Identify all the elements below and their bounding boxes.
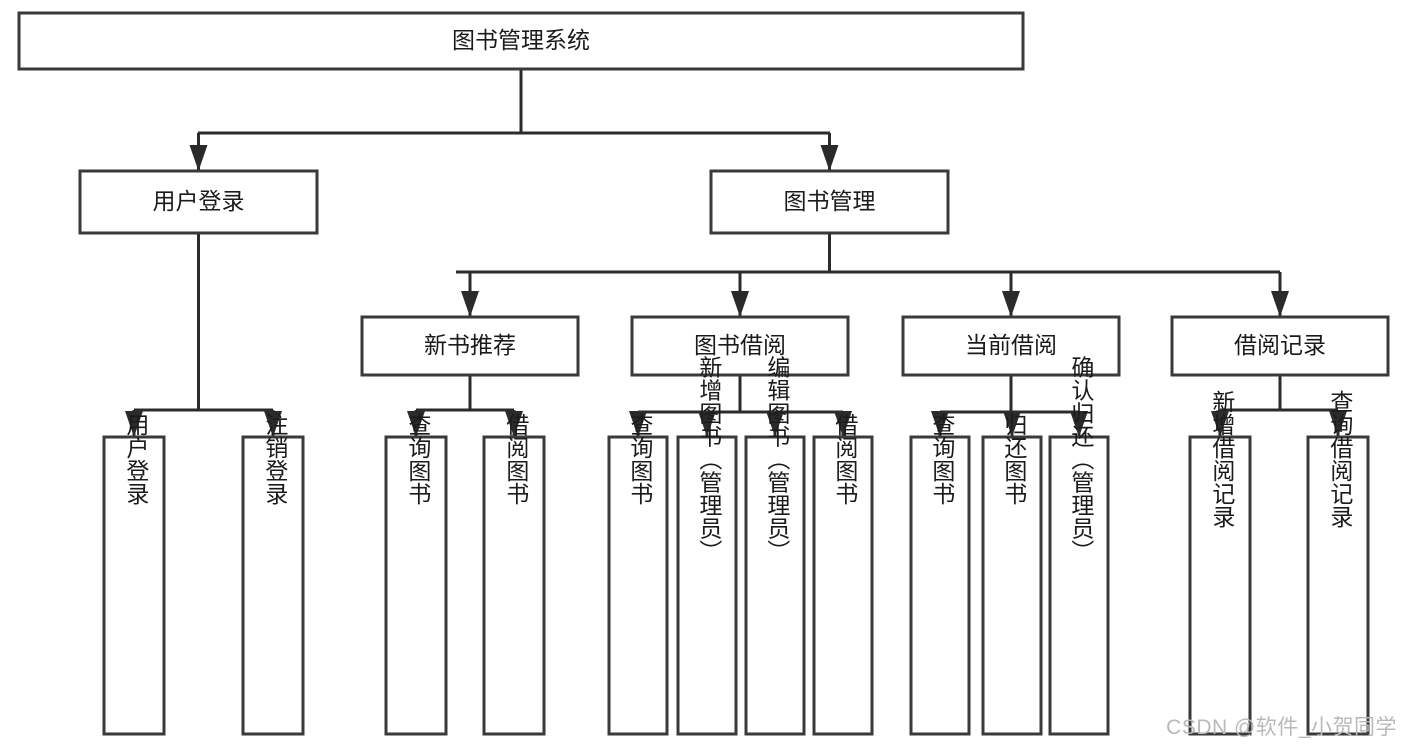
node-label-bookmgmt: 图书管理 [784,188,876,214]
arrow-head-icon [766,411,784,437]
node-newbook[interactable]: 新书推荐 [360,315,580,377]
node-label-leaf-bw-edit: 编辑图书（管理员） [764,356,791,563]
node-box-login [78,169,319,235]
node-label-leaf-user-logout: 注销登录 [262,413,289,505]
node-leaf-rec-add[interactable]: 新增借阅记录 [1188,390,1252,736]
node-root[interactable]: 图书管理系统 [17,11,1025,71]
node-leaf-cur-query[interactable]: 查询图书 [909,413,971,736]
node-label-leaf-cur-confirm: 确认归还（管理员） [1068,356,1095,563]
node-leaf-nb-query[interactable]: 查询图书 [384,413,448,736]
node-layer: 图书管理系统用户登录图书管理新书推荐图书借阅当前借阅借阅记录用户登录注销登录查询… [17,11,1390,736]
node-box-leaf-cur-return [981,435,1043,736]
node-label-login: 用户登录 [153,188,245,214]
node-bookmgmt[interactable]: 图书管理 [709,169,950,235]
node-records[interactable]: 借阅记录 [1170,315,1390,377]
node-label-leaf-cur-query: 查询图书 [929,413,956,505]
node-box-leaf-cur-confirm [1048,435,1110,736]
node-label-newbook: 新书推荐 [424,332,516,358]
node-borrow[interactable]: 图书借阅 [630,315,850,377]
node-box-leaf-bw-add [676,435,738,736]
node-box-leaf-bw-query [607,435,669,736]
node-box-leaf-nb-borrow [482,435,546,736]
node-box-bookmgmt [709,169,950,235]
arrow-head-icon [1003,411,1021,437]
arrow-head-icon [461,291,479,317]
node-label-leaf-nb-query: 查询图书 [405,413,432,505]
node-leaf-cur-return[interactable]: 归还图书 [981,413,1043,736]
node-box-leaf-bw-edit [744,435,806,736]
node-leaf-bw-edit[interactable]: 编辑图书（管理员） [744,356,806,736]
arrow-head-icon [407,411,425,437]
node-leaf-bw-borrow[interactable]: 借阅图书 [812,413,874,736]
node-box-borrow [630,315,850,377]
node-label-leaf-rec-query: 查询借阅记录 [1327,390,1354,528]
node-label-leaf-cur-return: 归还图书 [1001,413,1028,505]
arrow-head-icon [834,411,852,437]
node-leaf-rec-query[interactable]: 查询借阅记录 [1306,390,1370,736]
node-label-records: 借阅记录 [1234,332,1326,358]
arrow-head-icon [629,411,647,437]
node-box-leaf-rec-query [1306,435,1370,736]
arrow-head-icon [505,411,523,437]
arrow-head-icon [1329,411,1347,437]
node-box-leaf-bw-borrow [812,435,874,736]
node-box-current [901,315,1121,377]
node-label-leaf-bw-query: 查询图书 [627,413,654,505]
node-label-leaf-bw-add: 新增图书（管理员） [696,356,723,563]
node-box-leaf-user-login [102,435,166,736]
node-login[interactable]: 用户登录 [78,169,319,235]
connector-layer [125,69,1347,437]
arrow-head-icon [189,145,208,171]
arrow-head-icon [125,411,143,437]
arrow-head-icon [820,145,839,171]
arrow-head-icon [1211,411,1229,437]
node-leaf-user-login[interactable]: 用户登录 [102,413,166,736]
node-label-borrow: 图书借阅 [694,332,786,358]
arrow-head-icon [731,291,749,317]
node-leaf-bw-add[interactable]: 新增图书（管理员） [676,356,738,736]
node-box-records [1170,315,1390,377]
node-box-leaf-cur-query [909,435,971,736]
node-leaf-cur-confirm[interactable]: 确认归还（管理员） [1048,356,1110,736]
node-current[interactable]: 当前借阅 [901,315,1121,377]
node-label-leaf-user-login: 用户登录 [123,413,150,505]
node-box-newbook [360,315,580,377]
node-box-leaf-nb-query [384,435,448,736]
arrow-head-icon [1271,291,1289,317]
node-box-root [17,11,1025,71]
node-leaf-nb-borrow[interactable]: 借阅图书 [482,413,546,736]
node-box-leaf-rec-add [1188,435,1252,736]
arrow-head-icon [931,411,949,437]
node-leaf-bw-query[interactable]: 查询图书 [607,413,669,736]
arrow-head-icon [698,411,716,437]
arrow-head-icon [1070,411,1088,437]
node-label-leaf-bw-borrow: 借阅图书 [832,413,859,505]
arrow-head-icon [1002,291,1020,317]
node-label-leaf-nb-borrow: 借阅图书 [503,413,530,505]
node-label-leaf-rec-add: 新增借阅记录 [1209,390,1236,528]
node-leaf-user-logout[interactable]: 注销登录 [241,413,305,736]
arrow-head-icon [264,411,282,437]
node-label-current: 当前借阅 [965,332,1057,358]
node-label-root: 图书管理系统 [452,27,590,53]
node-box-leaf-user-logout [241,435,305,736]
